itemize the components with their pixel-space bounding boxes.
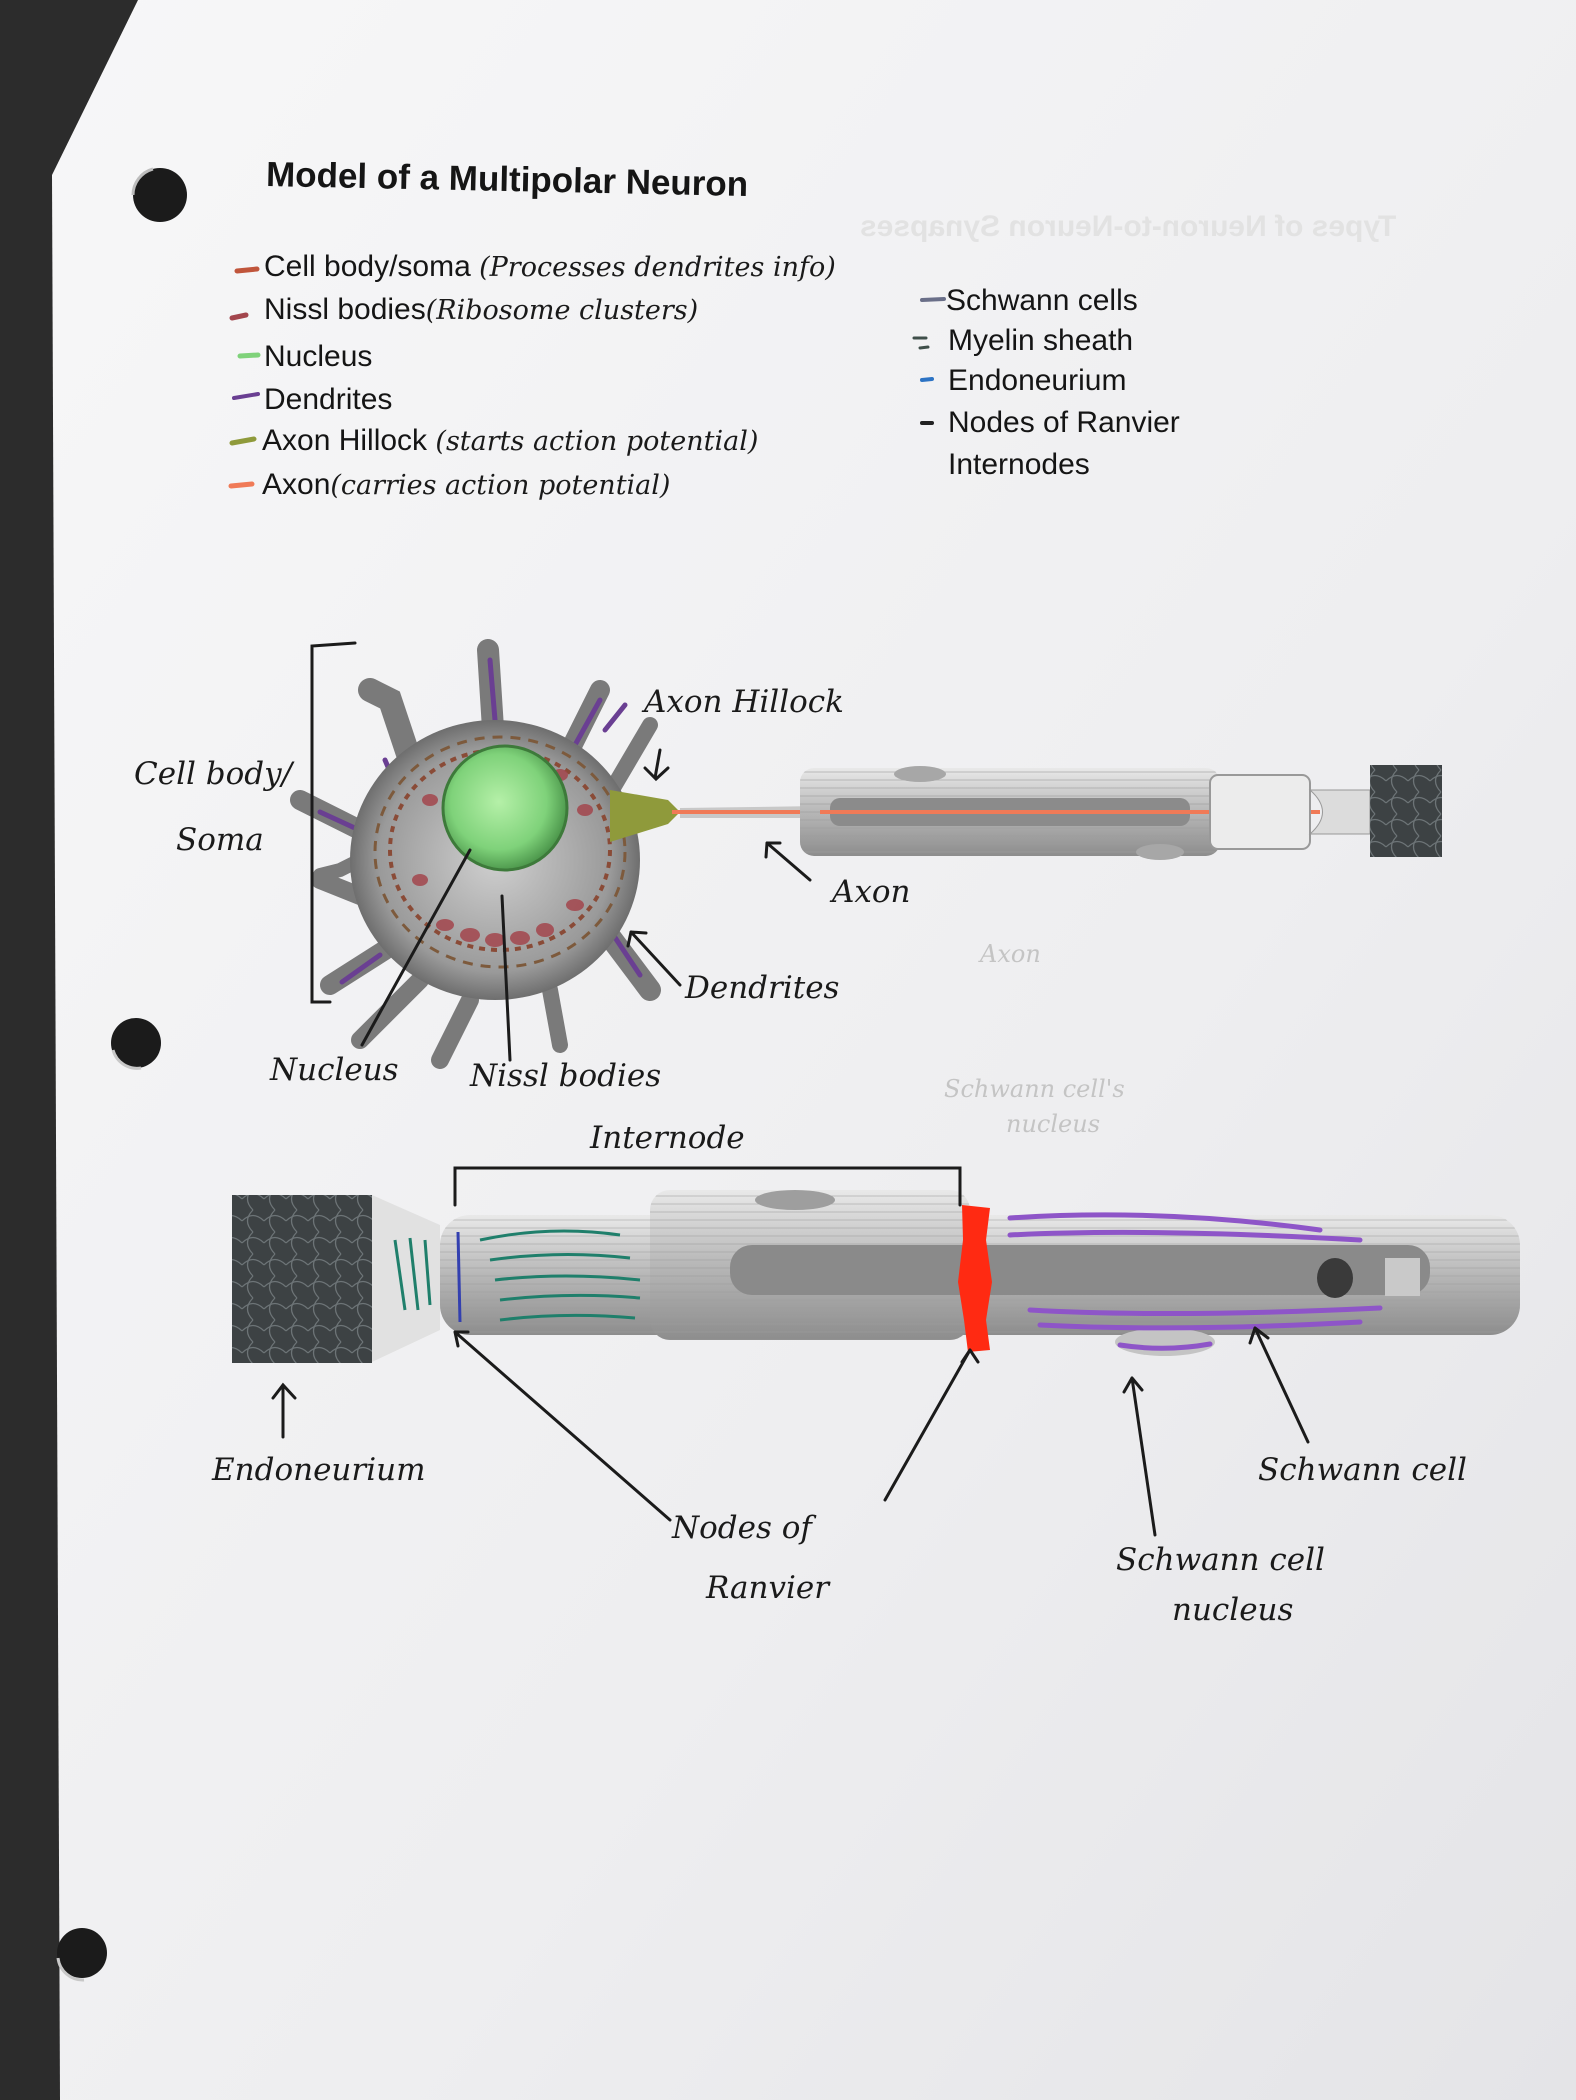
bleed-through-heading: Types of Neuron-to-Neuron Synapses <box>860 210 1397 243</box>
legend-item-nodes-of-ranvier: Nodes of Ranvier <box>948 406 1180 439</box>
faint-label-axon: Axon <box>980 940 1041 968</box>
nucleus <box>443 746 567 870</box>
legend-item-nissl-bodies: Nissl bodies(Ribosome clusters) <box>264 293 699 326</box>
binder-hole-bottom <box>56 1928 107 1982</box>
label-cell-body: Cell body/ <box>134 756 293 792</box>
legend-item-myelin-sheath: Myelin sheath <box>948 324 1134 357</box>
label-schwann-cell-nucleus-line1: Schwann cell <box>1116 1542 1325 1578</box>
label-soma: Soma <box>176 822 264 858</box>
binder-hole-top <box>131 167 187 222</box>
label-nodes-of-ranvier-line2: Ranvier <box>706 1570 830 1606</box>
label-nucleus: Nucleus <box>270 1052 399 1088</box>
legend-item-schwann-cells: Schwann cells <box>946 284 1138 317</box>
node-of-ranvier-highlight <box>958 1205 992 1352</box>
legend-item-internodes: Internodes <box>948 448 1090 481</box>
annotation-lines-top <box>310 641 812 1062</box>
label-endoneurium: Endoneurium <box>212 1452 426 1488</box>
legend-item-nucleus: Nucleus <box>264 340 373 373</box>
legend-swatches-right <box>912 297 946 425</box>
nissl-bodies <box>412 769 593 947</box>
label-schwann-cell: Schwann cell <box>1258 1452 1467 1488</box>
label-axon: Axon <box>832 874 911 910</box>
myelinated-axon-top <box>800 765 1442 860</box>
binder-hole-middle <box>111 1018 161 1070</box>
label-schwann-cell-nucleus-line2: nucleus <box>1172 1592 1294 1628</box>
axon-hillock <box>610 790 680 842</box>
label-dendrites: Dendrites <box>685 970 840 1006</box>
label-nodes-of-ranvier-line1: Nodes of <box>672 1510 812 1546</box>
schwann-cell-marker <box>1007 1212 1383 1351</box>
legend-item-endoneurium: Endoneurium <box>948 364 1127 397</box>
legend-item-axon: Axon(carries action potential) <box>262 468 671 501</box>
legend-item-axon-hillock: Axon Hillock (starts action potential) <box>262 424 759 457</box>
label-internode: Internode <box>590 1120 745 1156</box>
endoneurium-bottom <box>232 1195 372 1363</box>
label-nissl-bodies: Nissl bodies <box>470 1058 662 1094</box>
endoneurium-top <box>1370 765 1442 857</box>
myelinated-axon-bottom <box>232 1190 1520 1363</box>
faint-label-schwann-line2: nucleus <box>1006 1110 1101 1138</box>
label-axon-hillock: Axon Hillock <box>644 684 844 720</box>
annotation-lines-bottom <box>271 1166 1310 1537</box>
legend-item-cell-body: Cell body/soma (Processes dendrites info… <box>264 250 836 283</box>
legend-item-dendrites: Dendrites <box>264 383 393 416</box>
endoneurium-marker <box>393 1229 641 1322</box>
legend-swatches-left <box>228 266 261 489</box>
faint-label-schwann-line1: Schwann cell's <box>944 1075 1125 1103</box>
neuron-diagram <box>232 639 1520 1537</box>
